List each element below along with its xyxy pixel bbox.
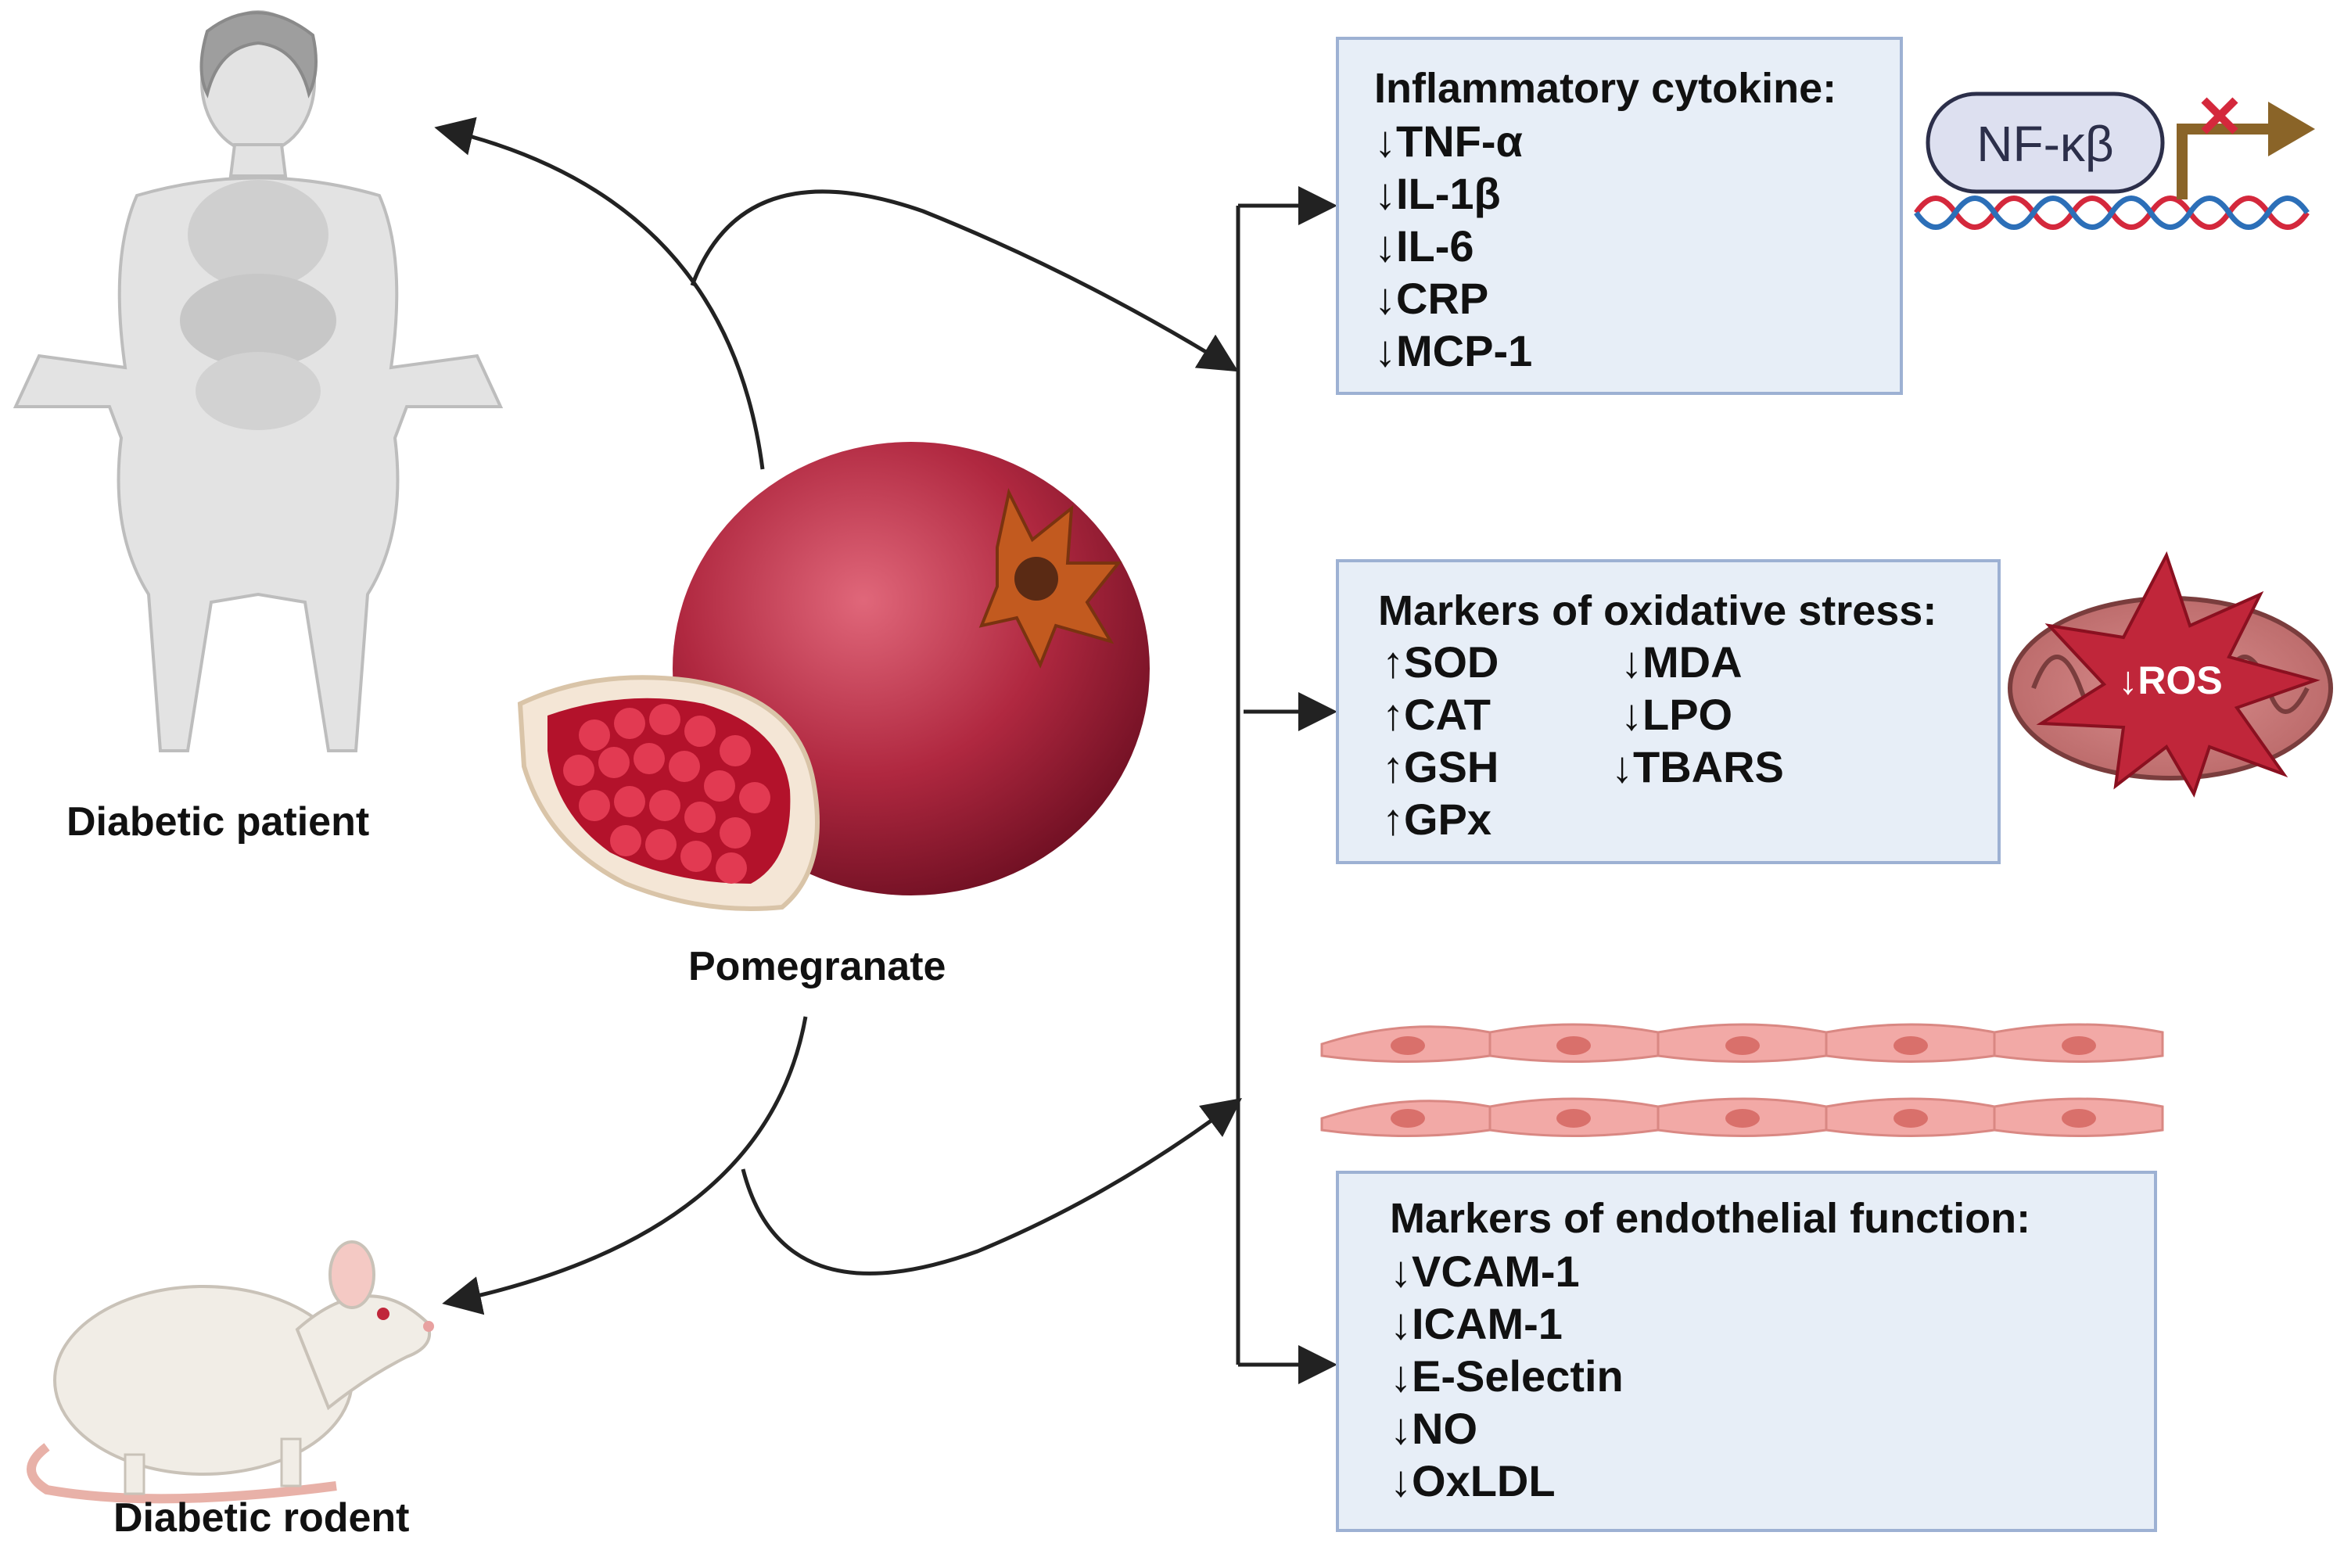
oxidative-stress-box: Markers of oxidative stress: ↑SOD ↑CAT ↑… <box>1336 559 2001 864</box>
oxidative-down-item: ↓LPO <box>1621 690 1733 739</box>
arrow-to-main-top <box>690 189 1239 372</box>
arrow-to-patient <box>434 117 765 470</box>
oxidative-up-item: ↑GPx <box>1382 795 1492 844</box>
endothelial-item: ↓VCAM-1 <box>1390 1247 1580 1296</box>
mitochondrion-ros-icon <box>2008 551 2333 798</box>
inflammatory-item: ↓IL-1β <box>1374 169 1501 218</box>
diabetic-rodent-label: Diabetic rodent <box>113 1495 410 1541</box>
nfkb-dna-icon <box>1914 91 2315 230</box>
patient-figure-icon <box>13 10 504 752</box>
nfkb-label: NF-κβ <box>1976 116 2114 172</box>
pomegranate-icon <box>517 442 1150 911</box>
rodent-icon <box>27 1240 434 1504</box>
oxidative-up-item: ↑CAT <box>1382 690 1491 739</box>
oxidative-up-item: ↑SOD <box>1382 637 1499 687</box>
endothelial-cells-icon <box>1320 1023 2164 1137</box>
endothelial-function-box: Markers of endothelial function: ↓VCAM-1… <box>1336 1171 2157 1532</box>
endothelial-item: ↓NO <box>1390 1404 1477 1453</box>
connector-arrows <box>434 117 1337 1384</box>
inflammatory-item: ↓CRP <box>1374 274 1489 323</box>
inflammatory-item: ↓MCP-1 <box>1374 326 1533 375</box>
arrow-to-rodent <box>442 1016 808 1315</box>
oxidative-title: Markers of oxidative stress: <box>1378 587 1937 634</box>
diabetic-patient-label: Diabetic patient <box>66 799 370 845</box>
inflammatory-item: ↓TNF-α <box>1374 117 1523 166</box>
oxidative-down-item: ↓MDA <box>1621 637 1743 687</box>
endothelial-item: ↓OxLDL <box>1390 1456 1556 1505</box>
inflammatory-cytokine-box: Inflammatory cytokine: ↓TNF-α ↓IL-1β ↓IL… <box>1336 37 1903 395</box>
ros-label: ↓ROS <box>2118 658 2223 702</box>
endothelial-item: ↓ICAM-1 <box>1390 1299 1563 1348</box>
endothelial-title: Markers of endothelial function: <box>1390 1195 2031 1242</box>
endothelial-item: ↓E-Selectin <box>1390 1351 1624 1401</box>
arrow-to-main-bottom <box>741 1098 1243 1276</box>
pomegranate-label: Pomegranate <box>688 944 946 989</box>
oxidative-down-item: ↓TBARS <box>1611 742 1784 791</box>
inflammatory-item: ↓IL-6 <box>1374 221 1474 271</box>
inflammatory-title: Inflammatory cytokine: <box>1374 65 1837 112</box>
oxidative-up-item: ↑GSH <box>1382 742 1499 791</box>
